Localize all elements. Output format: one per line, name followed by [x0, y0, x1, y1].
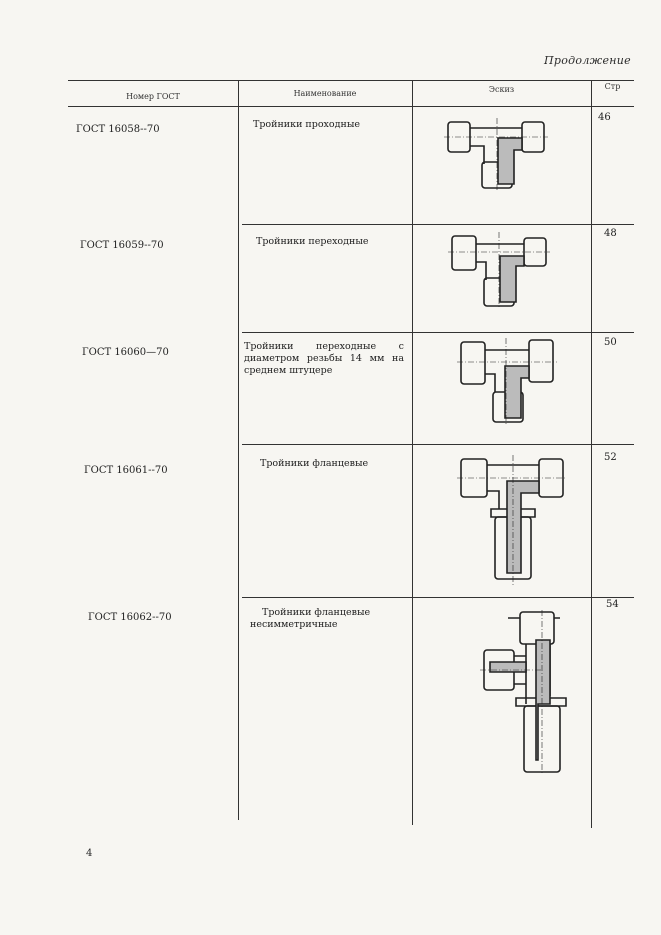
column-divider-3	[591, 80, 592, 828]
header-page: Стр	[604, 82, 621, 91]
row-4-page: 52	[604, 452, 617, 463]
row-5-page: 54	[606, 599, 619, 610]
continued-label: Продолжение	[543, 54, 631, 67]
row-3-page: 50	[604, 337, 617, 348]
header-sketch: Эскиз	[488, 85, 515, 94]
row-4-name: Тройники фланцевые	[260, 458, 369, 469]
row-rule-2	[242, 332, 634, 333]
row-5-name: Тройники фланцевые несимметричные	[250, 607, 371, 630]
row-2-name: Тройники переходные	[256, 236, 369, 247]
header-top-rule	[68, 80, 634, 81]
row-rule-1	[242, 224, 634, 225]
row-3-name: Тройники переходные с диаметром резьбы 1…	[244, 341, 404, 376]
footer-page-number: 4	[86, 848, 93, 859]
row-4-gost: ГОСТ 16061--70	[84, 465, 168, 476]
row-2-gost: ГОСТ 16059--70	[80, 240, 164, 251]
column-divider-2	[412, 80, 413, 825]
column-divider-1	[238, 80, 239, 820]
sketch-tee-pass-through	[444, 118, 548, 192]
sketch-tee-flanged	[457, 455, 565, 585]
row-rule-3	[242, 444, 634, 445]
sketch-tee-reducing	[448, 232, 550, 308]
row-1-gost: ГОСТ 16058--70	[76, 124, 160, 135]
row-1-page: 46	[598, 112, 611, 123]
sketch-tee-reducing-14mm	[457, 338, 557, 426]
header-gost: Номер ГОСТ	[126, 92, 180, 101]
header-name: Наименование	[293, 89, 357, 98]
header-bottom-rule	[68, 106, 634, 107]
row-1-name: Тройники проходные	[253, 119, 360, 130]
row-5-gost: ГОСТ 16062--70	[88, 612, 172, 623]
sketch-tee-flanged-asymmetric	[480, 610, 567, 774]
row-2-page: 48	[604, 228, 617, 239]
row-rule-4	[242, 597, 634, 598]
row-3-gost: ГОСТ 16060—70	[82, 347, 169, 358]
